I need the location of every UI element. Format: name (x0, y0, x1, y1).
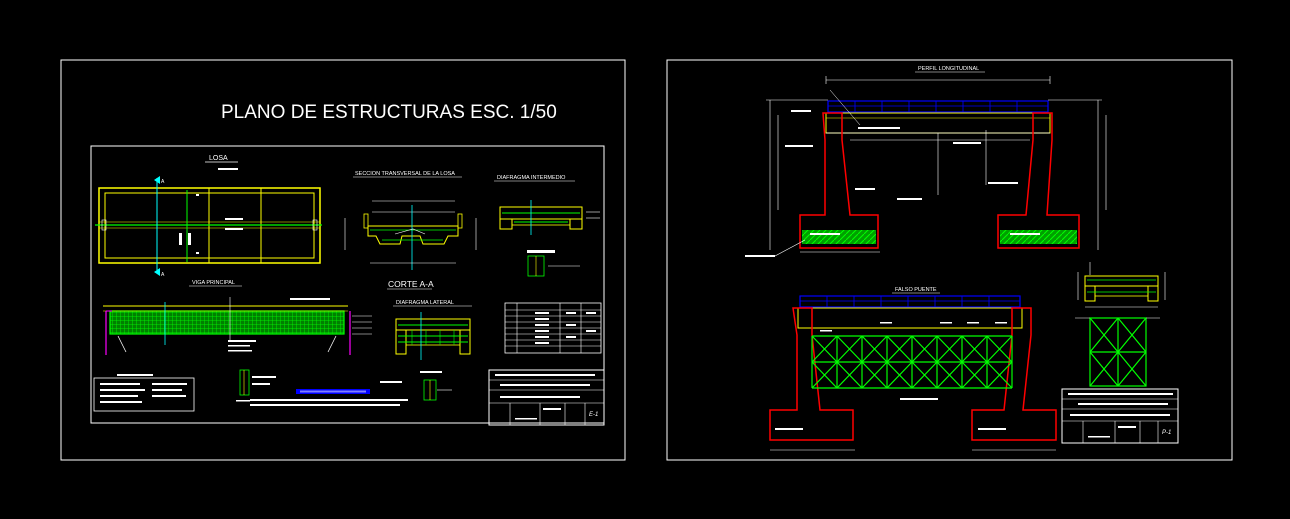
notes-box (93, 374, 195, 412)
sheet-right: PERFIL LONGITUDINAL (666, 59, 1233, 461)
seccion-label: SECCION TRANSVERSAL DE LA LOSA (355, 171, 455, 177)
title-block-right: P-1 (1061, 388, 1179, 444)
detail-notes (236, 369, 408, 406)
section-mark-top: A (161, 179, 165, 185)
falso-puente: FALSO PUENTE (769, 287, 1057, 451)
perfil-label: PERFIL LONGITUDINAL (918, 66, 979, 72)
sheet-left-title: PLANO DE ESTRUCTURAS ESC. 1/50 (221, 102, 557, 123)
losa-plan: LOSA A A (95, 155, 322, 278)
falso-puente-label: FALSO PUENTE (895, 287, 937, 293)
diafragma-lateral: DIAFRAGMA LATERAL (393, 300, 472, 401)
sheet-code-left: E-1 (589, 412, 598, 418)
drawing-border-left (90, 145, 605, 424)
diafragma-intermedio-label: DIAFRAGMA INTERMEDIO (497, 175, 566, 181)
sheet-left: PLANO DE ESTRUCTURAS ESC. 1/50 LOSA (60, 59, 626, 461)
section-mark-bottom: A (161, 272, 165, 278)
perfil-longitudinal: PERFIL LONGITUDINAL (745, 66, 1107, 257)
viga-principal-label: VIGA PRINCIPAL (192, 280, 235, 286)
title-block-left: E-1 (488, 369, 605, 426)
scaffold-side (1075, 317, 1160, 387)
sheet-right-frame (666, 59, 1233, 461)
sheet-left-frame (60, 59, 626, 461)
rebar-table (504, 302, 602, 354)
corte-label: CORTE A-A (388, 279, 434, 289)
seccion-transversal: SECCION TRANSVERSAL DE LA LOSA CORTE A-A (344, 171, 477, 290)
diafragma-intermedio: DIAFRAGMA INTERMEDIO (494, 175, 600, 277)
losa-label: LOSA (209, 155, 228, 162)
section-detail-right (1077, 262, 1166, 308)
diafragma-lateral-label: DIAFRAGMA LATERAL (396, 300, 454, 306)
sheet-code-right: P-1 (1162, 430, 1171, 436)
viga-principal: VIGA PRINCIPAL (103, 280, 372, 355)
